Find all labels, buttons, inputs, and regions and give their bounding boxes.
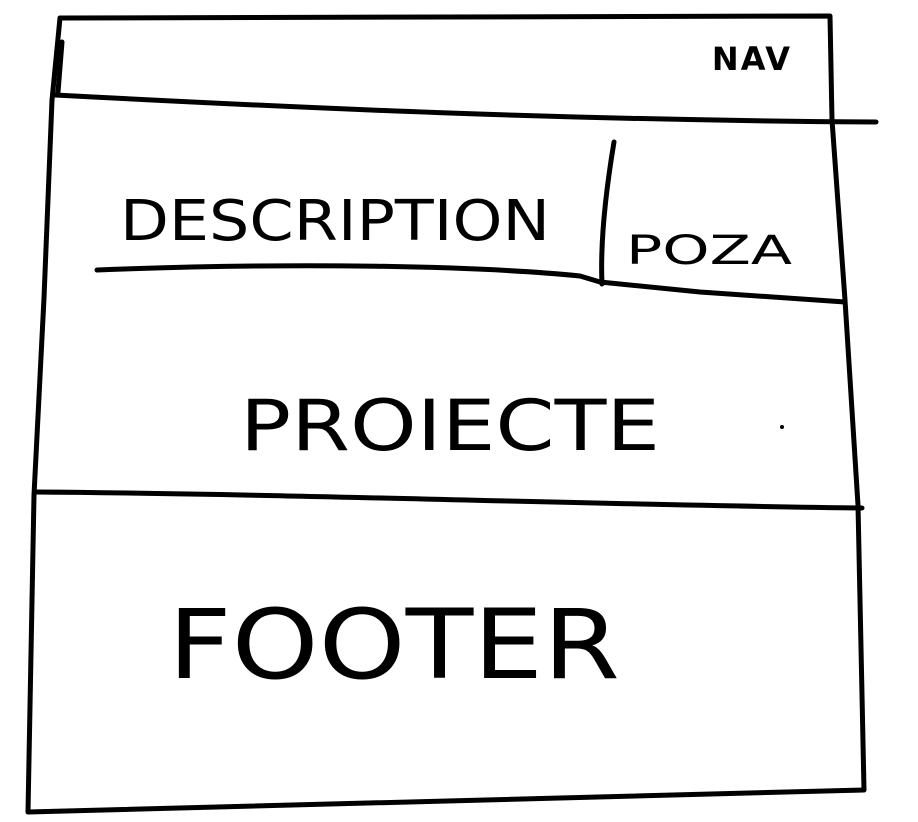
image-column-divider [599,139,617,287]
description-label: DESCRIPTION [120,189,550,254]
footer-label: FOOTER [168,589,620,701]
nav-divider [52,92,879,125]
photo-label: POZA [626,228,793,274]
projects-divider [32,489,865,511]
stray-dot [780,425,784,429]
frame-corner-stroke [55,39,65,95]
description-divider [94,263,848,305]
page-frame [25,13,867,815]
projects-label: PROIECTE [240,385,660,467]
nav-label: NAV [712,40,792,78]
